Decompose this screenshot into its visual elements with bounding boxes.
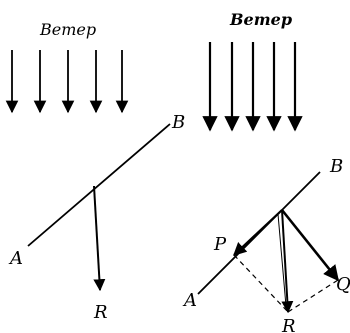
right-force-q-arrow xyxy=(280,209,340,282)
left-diagram: Ветер A B R xyxy=(5,20,185,323)
right-point-a-label: A xyxy=(182,290,197,311)
right-force-p-label: P xyxy=(213,234,227,255)
left-force-r-label: R xyxy=(93,302,108,323)
right-force-p-arrow xyxy=(233,209,283,256)
parallelogram-edge xyxy=(287,279,339,313)
left-point-a-label: A xyxy=(8,248,23,269)
right-wind-arrows xyxy=(202,42,303,132)
left-wind-label: Ветер xyxy=(39,20,96,39)
left-wind-arrows xyxy=(5,50,129,114)
right-force-r-label: R xyxy=(281,316,296,333)
right-force-r-inner-line xyxy=(277,213,287,307)
right-point-b-label: B xyxy=(329,156,343,177)
right-wind-label: Ветер xyxy=(229,10,292,29)
left-force-r-arrow xyxy=(93,185,106,292)
left-sail-line xyxy=(27,123,171,247)
right-diagram: Ветер A B P Q R xyxy=(182,10,350,333)
left-point-b-label: B xyxy=(171,112,185,133)
right-force-q-label: Q xyxy=(336,274,350,295)
force-parallelogram xyxy=(233,254,339,313)
parallelogram-edge xyxy=(233,254,289,313)
right-force-r-arrow xyxy=(281,209,294,314)
